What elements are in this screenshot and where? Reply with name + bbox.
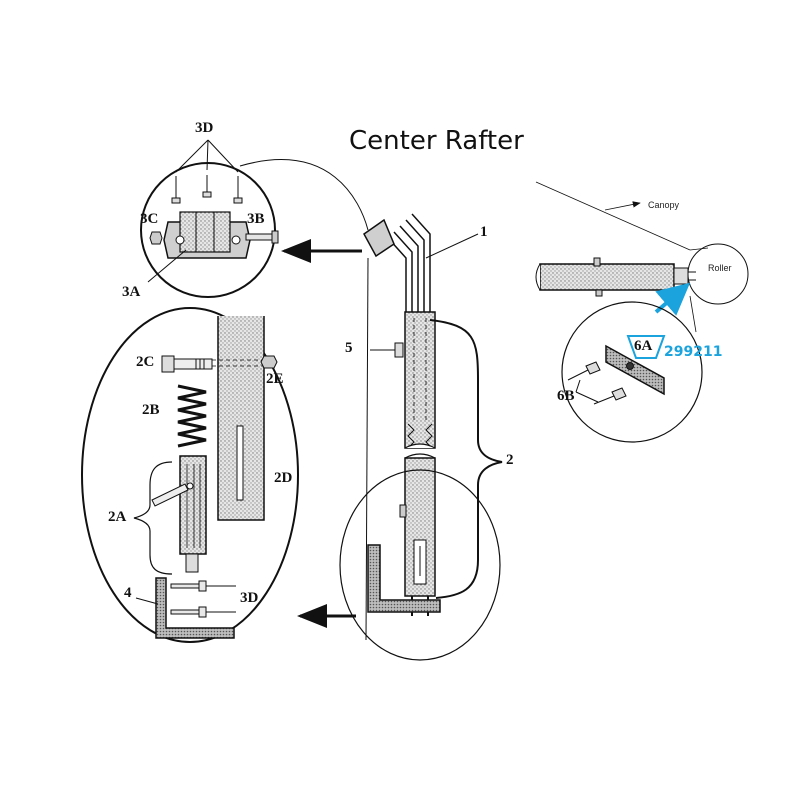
callout-6a: 6A	[634, 338, 653, 354]
foot-detail-ring	[339, 469, 501, 661]
canopy-label: Canopy	[648, 200, 680, 210]
callout-2: 2	[506, 452, 514, 468]
callout-2c: 2C	[136, 354, 155, 370]
roller-detail	[535, 181, 749, 443]
callout-2b: 2B	[142, 402, 160, 418]
callout-5: 5	[345, 340, 353, 356]
callout-3c: 3C	[140, 211, 159, 227]
roller-label: Roller	[708, 263, 732, 273]
callout-6b: 6B	[557, 388, 575, 404]
rafter-assembly	[363, 213, 503, 616]
callout-1: 1	[480, 224, 488, 240]
callout-3b: 3B	[247, 211, 265, 227]
callout-2e: 2E	[266, 371, 284, 387]
diagram-title: Center Rafter	[349, 126, 524, 156]
callout-4: 4	[124, 585, 132, 601]
callout-2d: 2D	[274, 470, 293, 486]
callout-3d-top: 3D	[195, 120, 214, 136]
callout-3a: 3A	[122, 284, 141, 300]
part-number: 299211	[664, 344, 723, 360]
foot-detail	[81, 307, 299, 643]
end-cap-detail	[140, 139, 279, 298]
callout-2a: 2A	[108, 509, 127, 525]
callout-3d-bottom: 3D	[240, 590, 259, 606]
